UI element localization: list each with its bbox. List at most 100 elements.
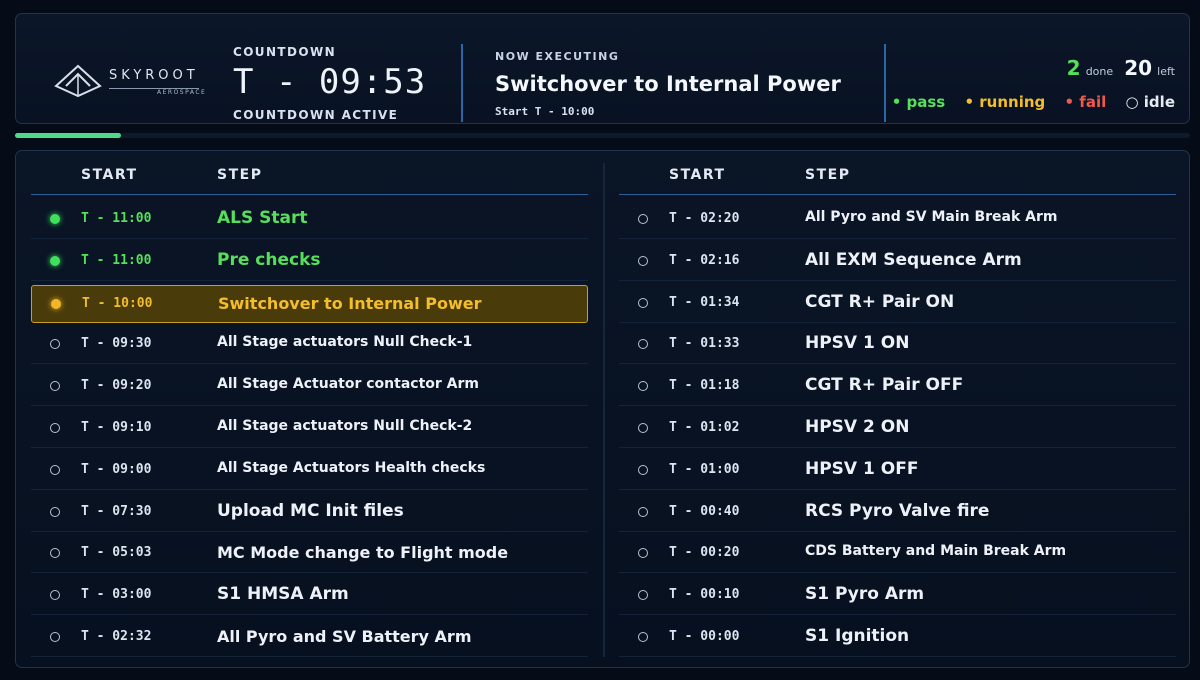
status-dot-icon — [638, 339, 648, 350]
step-row[interactable]: T - 02:32 All Pyro and SV Battery Arm — [31, 617, 588, 657]
step-row[interactable]: T - 00:00 S1 Ignition — [619, 617, 1176, 657]
step-row[interactable]: T - 00:40 RCS Pyro Valve fire — [619, 492, 1176, 532]
status-dot-icon — [50, 632, 60, 642]
step-name: CGT R+ Pair ON — [805, 291, 955, 312]
step-start-time: T - 11:00 — [81, 211, 152, 226]
status-dot-icon — [638, 590, 648, 601]
header-rule — [619, 194, 1176, 195]
status-dot-icon — [50, 464, 60, 475]
step-name: All Pyro and SV Main Break Arm — [805, 209, 1058, 225]
step-start-time: T - 00:00 — [669, 629, 740, 644]
step-start-time: T - 09:00 — [81, 461, 152, 477]
step-start-time: T - 09:20 — [81, 378, 152, 394]
column-divider — [603, 163, 605, 657]
step-start-time: T - 02:32 — [81, 629, 152, 644]
status-dot-icon — [50, 381, 60, 392]
logo-name: SKYROOT — [109, 68, 199, 83]
start-column-header: START — [669, 167, 726, 183]
step-start-time: T - 11:00 — [81, 252, 152, 268]
step-row[interactable]: T - 01:33 HPSV 1 ON — [619, 324, 1176, 365]
progress-fill — [15, 133, 121, 138]
now-executing-start: Start T - 10:00 — [495, 105, 595, 118]
step-name: All Stage Actuator contactor Arm — [217, 376, 479, 393]
step-row[interactable]: T - 05:03 MC Mode change to Flight mode — [31, 533, 588, 574]
step-name: Pre checks — [217, 249, 321, 270]
step-row[interactable]: T - 09:20 All Stage Actuator contactor Ar… — [31, 366, 588, 407]
status-dot-icon — [50, 339, 60, 350]
status-dot-icon — [638, 632, 648, 642]
step-column-header: STEP — [217, 167, 263, 183]
status-dot-icon — [638, 548, 648, 559]
step-row[interactable]: T - 01:02 HPSV 2 ON — [619, 408, 1176, 448]
countdown-status: COUNTDOWN ACTIVE — [233, 108, 399, 122]
logo-divider — [109, 88, 199, 89]
step-name: HPSV 1 OFF — [805, 458, 919, 479]
legend-pass: • pass — [891, 93, 946, 111]
status-dot-icon — [51, 298, 61, 309]
step-start-time: T - 01:00 — [669, 461, 740, 477]
left-label: left — [1157, 65, 1175, 78]
step-start-time: T - 00:10 — [669, 587, 740, 603]
countdown-time: T - 09:53 — [233, 62, 427, 102]
status-header: SKYROOT AEROSPACE COUNTDOWN T - 09:53 CO… — [15, 13, 1190, 124]
step-name: HPSV 1 ON — [805, 333, 910, 354]
step-name: S1 Pyro Arm — [805, 584, 925, 605]
start-column-header: START — [81, 167, 138, 183]
step-name: CGT R+ Pair OFF — [805, 375, 964, 396]
status-dot-icon — [638, 214, 648, 224]
step-start-time: T - 01:33 — [669, 336, 740, 352]
step-row[interactable]: T - 01:18 CGT R+ Pair OFF — [619, 366, 1176, 407]
step-start-time: T - 01:18 — [669, 378, 740, 394]
step-row[interactable]: T - 03:00 S1 HMSA Arm — [31, 575, 588, 616]
step-name: MC Mode change to Flight mode — [217, 543, 509, 563]
step-row[interactable]: T - 07:30 Upload MC Init files — [31, 492, 588, 532]
step-row[interactable]: T - 02:20 All Pyro and SV Main Break Arm — [619, 199, 1176, 239]
step-name: All Pyro and SV Battery Arm — [217, 627, 472, 646]
header-divider — [461, 44, 463, 122]
left-count: 20 — [1124, 56, 1153, 80]
step-start-time: T - 07:30 — [81, 503, 152, 519]
status-dot-icon — [638, 297, 648, 308]
step-name: RCS Pyro Valve fire — [805, 500, 990, 521]
step-row[interactable]: T - 11:00 Pre checks — [31, 241, 588, 281]
legend-fail: • fail — [1064, 93, 1107, 111]
step-start-time: T - 01:02 — [669, 420, 740, 435]
step-start-time: T - 00:40 — [669, 503, 740, 519]
step-start-time: T - 03:00 — [81, 587, 152, 603]
done-label: done — [1085, 65, 1114, 78]
step-name: S1 HMSA Arm — [217, 584, 349, 605]
status-legend: • pass • running • fail ○ idle — [878, 93, 1175, 111]
legend-idle: ○ idle — [1125, 93, 1175, 111]
status-dot-icon — [50, 590, 60, 601]
step-name: Upload MC Init files — [217, 500, 404, 521]
step-name: CDS Battery and Main Break Arm — [805, 543, 1067, 560]
step-name: HPSV 2 ON — [805, 417, 910, 437]
step-start-time: T - 10:00 — [82, 295, 153, 311]
now-executing-label: NOW EXECUTING — [495, 50, 620, 63]
legend-running: • running — [964, 93, 1046, 111]
status-dot-icon — [638, 255, 648, 266]
step-name: All Stage actuators Null Check-1 — [217, 334, 473, 351]
step-row[interactable]: T - 01:00 HPSV 1 OFF — [619, 450, 1176, 490]
status-dot-icon — [50, 506, 60, 517]
step-row[interactable]: T - 09:30 All Stage actuators Null Check-… — [31, 324, 588, 365]
step-start-time: T - 09:30 — [81, 336, 152, 352]
step-name: S1 Ignition — [805, 626, 910, 646]
step-start-time: T - 02:20 — [669, 211, 740, 226]
done-count: 2 — [1066, 56, 1081, 80]
step-counts: 2 done 20 left — [1067, 56, 1175, 80]
step-name: All Stage actuators Null Check-2 — [217, 418, 473, 434]
header-divider — [884, 44, 886, 122]
status-dot-icon — [50, 255, 60, 266]
step-start-time: T - 05:03 — [81, 545, 152, 561]
status-dot-icon — [50, 548, 60, 559]
step-row[interactable]: T - 00:10 S1 Pyro Arm — [619, 575, 1176, 616]
